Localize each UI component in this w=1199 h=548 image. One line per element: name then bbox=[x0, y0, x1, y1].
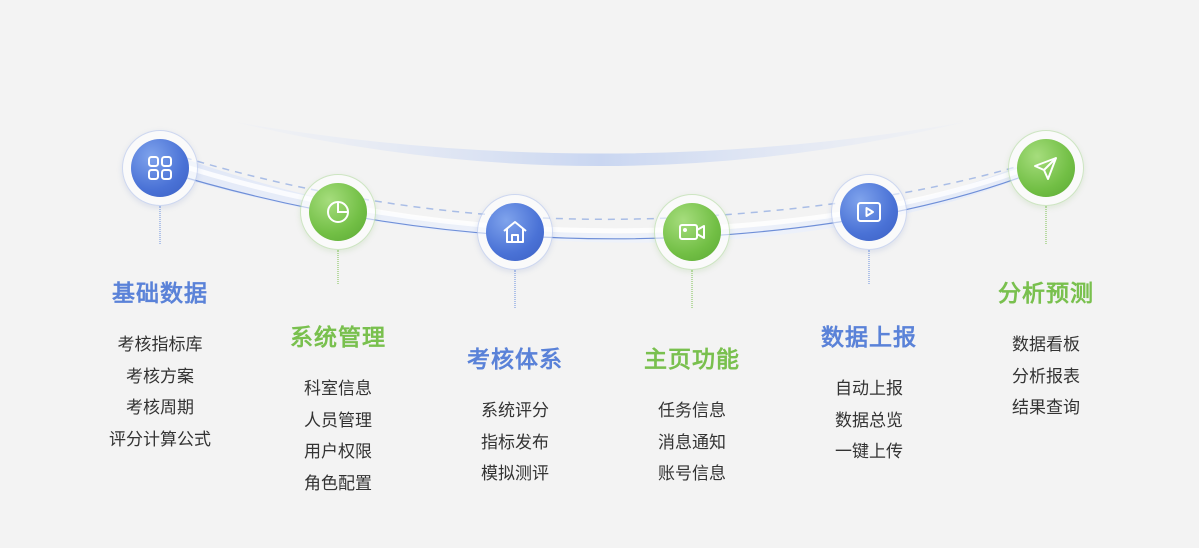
module-item[interactable]: 数据总览 bbox=[835, 410, 903, 431]
module-title[interactable]: 考核体系 bbox=[467, 347, 563, 373]
module-item-list: 科室信息人员管理用户权限角色配置 bbox=[258, 374, 418, 500]
module-node-2[interactable] bbox=[300, 174, 376, 250]
module-item[interactable]: 消息通知 bbox=[658, 432, 726, 453]
module-item[interactable]: 角色配置 bbox=[304, 473, 372, 494]
module-column-4: 主页功能任务信息消息通知账号信息 bbox=[612, 340, 772, 491]
module-title[interactable]: 数据上报 bbox=[821, 325, 917, 351]
main-arc-band bbox=[160, 150, 1045, 243]
module-item[interactable]: 科室信息 bbox=[304, 379, 372, 399]
module-item-list: 考核指标库考核方案考核周期评分计算公式 bbox=[80, 330, 240, 456]
module-item[interactable]: 账号信息 bbox=[658, 464, 726, 484]
module-item[interactable]: 考核方案 bbox=[126, 366, 194, 387]
home-icon bbox=[486, 203, 544, 261]
video-camera-icon bbox=[663, 203, 721, 261]
module-column-5: 数据上报自动上报数据总览一键上传 bbox=[789, 318, 949, 469]
node-connector bbox=[514, 270, 516, 308]
module-node-5[interactable] bbox=[831, 174, 907, 250]
module-item-list: 数据看板分析报表结果查询 bbox=[966, 330, 1126, 425]
module-item[interactable]: 任务信息 bbox=[658, 401, 726, 421]
module-item[interactable]: 自动上报 bbox=[835, 379, 903, 399]
module-title[interactable]: 主页功能 bbox=[644, 347, 740, 373]
module-item[interactable]: 系统评分 bbox=[481, 401, 549, 421]
module-column-6: 分析预测数据看板分析报表结果查询 bbox=[966, 274, 1126, 425]
module-item-list: 任务信息消息通知账号信息 bbox=[612, 396, 772, 491]
play-icon bbox=[840, 183, 898, 241]
module-item-list: 系统评分指标发布模拟测评 bbox=[435, 396, 595, 491]
module-node-6[interactable] bbox=[1008, 130, 1084, 206]
module-node-3[interactable] bbox=[477, 194, 553, 270]
module-item[interactable]: 评分计算公式 bbox=[109, 429, 211, 450]
node-connector bbox=[337, 250, 339, 284]
node-connector bbox=[868, 250, 870, 284]
module-title[interactable]: 系统管理 bbox=[290, 325, 386, 351]
send-icon bbox=[1017, 139, 1075, 197]
module-item[interactable]: 指标发布 bbox=[481, 432, 549, 453]
module-item[interactable]: 用户权限 bbox=[304, 442, 372, 462]
module-title[interactable]: 基础数据 bbox=[112, 281, 208, 307]
module-item[interactable]: 结果查询 bbox=[1012, 398, 1080, 418]
module-column-3: 考核体系系统评分指标发布模拟测评 bbox=[435, 340, 595, 491]
module-column-2: 系统管理科室信息人员管理用户权限角色配置 bbox=[258, 318, 418, 500]
module-item[interactable]: 考核指标库 bbox=[117, 335, 203, 355]
module-item[interactable]: 人员管理 bbox=[304, 410, 372, 431]
node-connector bbox=[1045, 206, 1047, 244]
module-column-1: 基础数据考核指标库考核方案考核周期评分计算公式 bbox=[80, 274, 240, 456]
grid-icon bbox=[131, 139, 189, 197]
pie-chart-icon bbox=[309, 183, 367, 241]
upper-arc-band bbox=[235, 122, 965, 166]
module-item[interactable]: 模拟测评 bbox=[481, 464, 549, 484]
node-connector bbox=[691, 270, 693, 308]
module-item[interactable]: 一键上传 bbox=[835, 442, 903, 462]
module-item[interactable]: 考核周期 bbox=[126, 398, 194, 418]
module-item[interactable]: 分析报表 bbox=[1012, 366, 1080, 387]
module-item-list: 自动上报数据总览一键上传 bbox=[789, 374, 949, 469]
module-node-4[interactable] bbox=[654, 194, 730, 270]
module-title[interactable]: 分析预测 bbox=[998, 281, 1094, 307]
node-connector bbox=[159, 206, 161, 244]
module-item[interactable]: 数据看板 bbox=[1012, 335, 1080, 355]
module-node-1[interactable] bbox=[122, 130, 198, 206]
